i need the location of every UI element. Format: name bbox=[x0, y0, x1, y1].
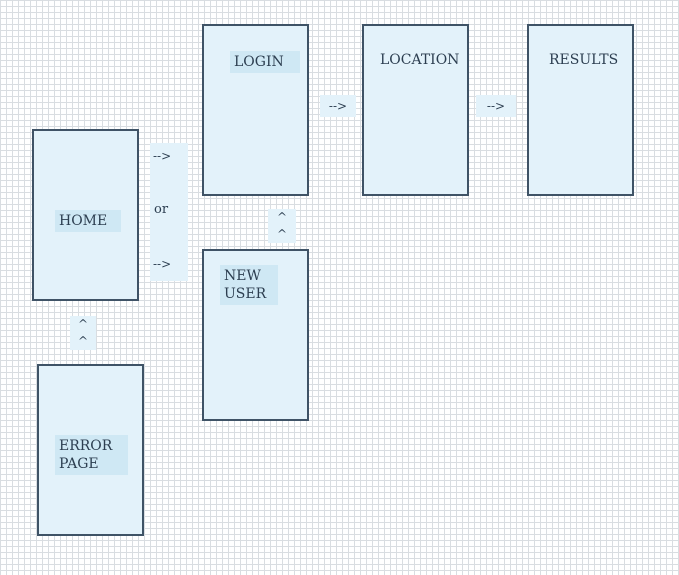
arrow-home-to-new-user: --> bbox=[153, 257, 172, 271]
arrow-error-to-home: ^ ^ bbox=[70, 316, 96, 350]
home-branch-connector: --> or --> bbox=[150, 143, 188, 281]
home-label: HOME bbox=[55, 210, 122, 232]
arrow-home-to-login: --> bbox=[153, 149, 172, 163]
results-box bbox=[527, 24, 634, 196]
new-user-label: NEW USER bbox=[220, 265, 279, 305]
location-box bbox=[362, 24, 469, 196]
or-text: or bbox=[154, 202, 169, 217]
location-label: LOCATION bbox=[380, 52, 460, 68]
results-label: RESULTS bbox=[549, 52, 619, 68]
arrow-new-user-to-login: ^ ^ bbox=[268, 209, 296, 243]
error-page-label: ERROR PAGE bbox=[55, 435, 129, 475]
login-label: LOGIN bbox=[230, 51, 300, 73]
arrow-login-to-location: --> bbox=[320, 95, 356, 117]
login-box bbox=[202, 24, 309, 196]
arrow-location-to-results: --> bbox=[476, 95, 516, 117]
